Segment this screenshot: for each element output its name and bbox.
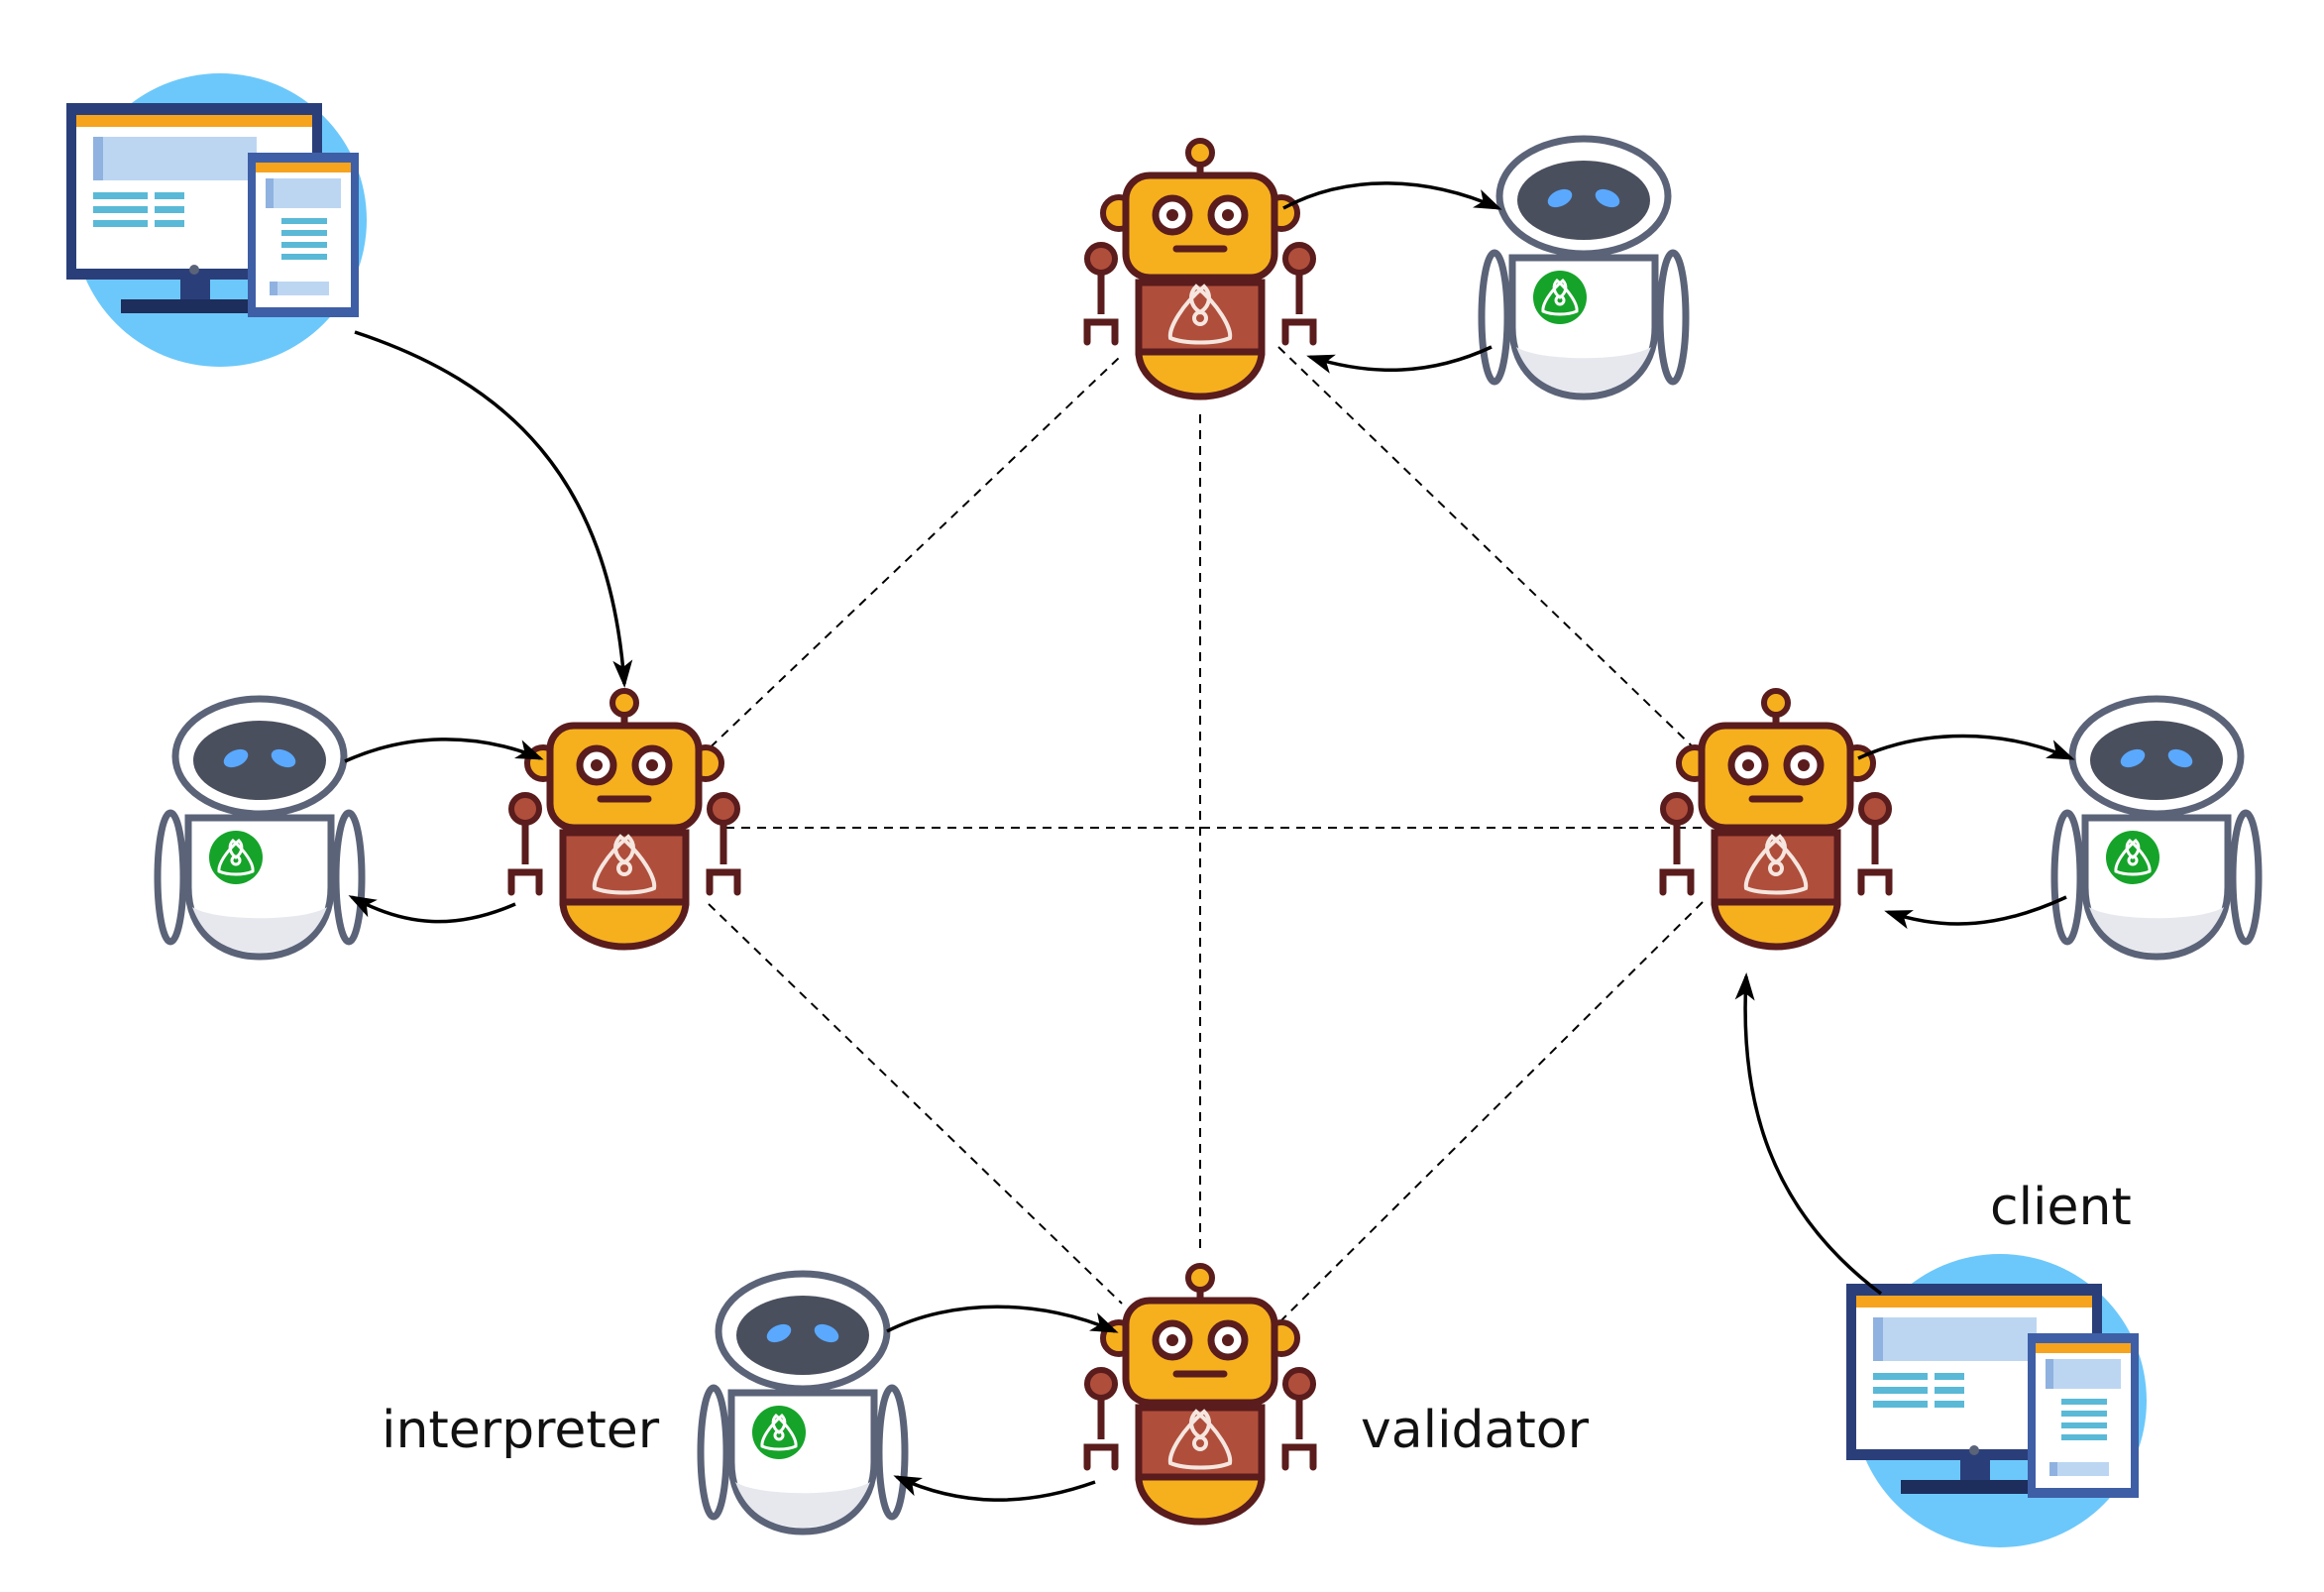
arrow-client-bottom-right-to-validator-right [1734,972,1883,1296]
validator-label: validator [1361,1401,1590,1460]
client-devices-icon-bottom-right [1846,1254,2147,1547]
arrow-client-top-left-to-validator-left [354,330,633,688]
interpreter-robot-icon-top [1482,139,1686,397]
arrow-left-interpreter-to-validator [344,738,544,763]
link-left-top [698,356,1121,759]
validator-robot-icon-bottom [1087,1266,1313,1522]
interpreter-robot-icon-bottom [701,1274,905,1532]
client-validator-arrows [354,330,1883,1296]
arrow-bottom-interpreter-to-validator [886,1305,1119,1333]
arrow-left-validator-to-interpreter [348,895,516,924]
interpreter-robot-icon-right [2054,699,2259,957]
validator-mesh-links [698,346,1706,1324]
interpreter-robot-icon-left [158,699,362,957]
arrow-top-interpreter-to-validator [1306,345,1493,374]
validator-robot-icon-top [1087,141,1313,397]
link-top-right [1277,346,1706,759]
arrow-right-interpreter-to-validator [1884,895,2067,930]
link-left-bottom [708,903,1123,1305]
client-devices-icon-top-left [66,73,367,367]
arrow-top-validator-to-interpreter [1282,181,1502,210]
arrow-bottom-validator-to-interpreter [893,1475,1096,1502]
validator-robot-icon-left [511,691,737,947]
interpreter-label: interpreter [382,1401,660,1460]
link-right-bottom [1277,901,1704,1324]
validator-interpreter-arrows [344,181,2075,1502]
client-label: client [1990,1178,2132,1237]
arrow-right-validator-to-interpreter [1857,734,2075,760]
